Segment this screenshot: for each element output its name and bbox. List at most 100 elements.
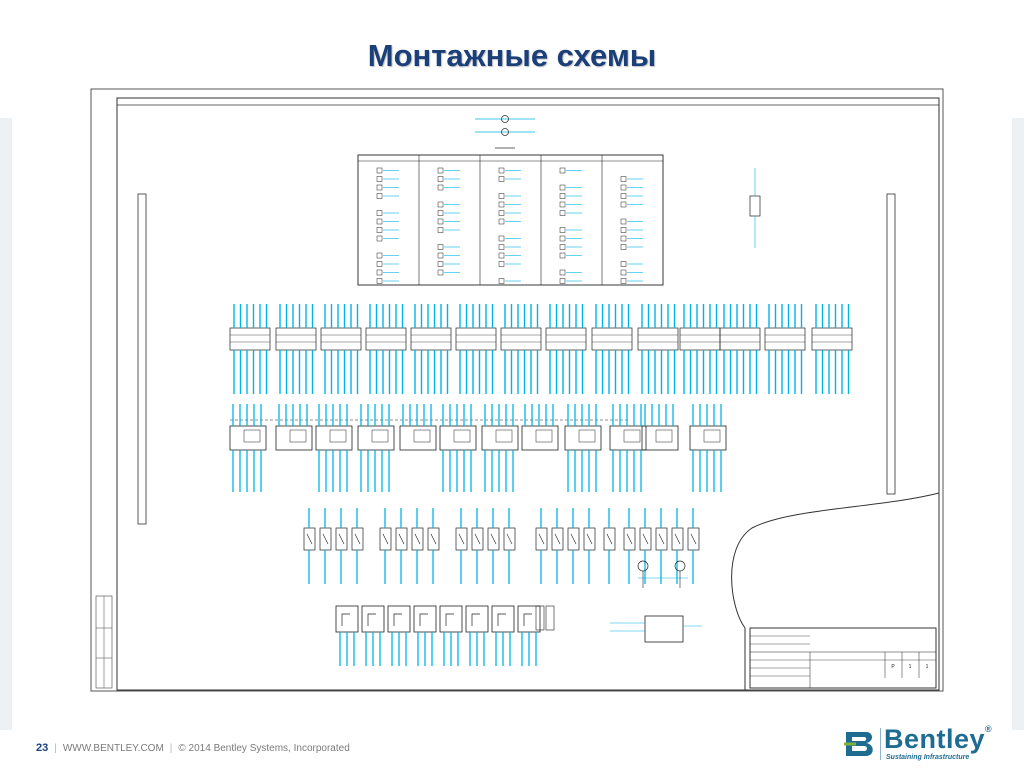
panel-terminal	[437, 201, 444, 208]
module-inner	[329, 429, 347, 443]
logo-tagline: Sustaining Infrastructure	[886, 754, 970, 761]
module-block	[689, 425, 727, 451]
terminal-block	[591, 327, 633, 351]
logo-divider	[880, 728, 881, 760]
terminal-block	[500, 327, 542, 351]
relay-contact	[626, 533, 633, 545]
relay-contact	[338, 533, 345, 545]
terminal-block	[410, 327, 452, 351]
footer-copyright: © 2014 Bentley Systems, Incorporated	[178, 743, 350, 754]
logo-brand: Bentley®	[884, 724, 993, 754]
panel-terminal	[376, 193, 383, 199]
panel-terminal	[620, 244, 627, 250]
relay-contact	[570, 533, 577, 545]
panel-terminal	[437, 244, 444, 250]
module-block	[641, 425, 679, 451]
relay-contact	[354, 533, 361, 545]
module-row-2	[229, 404, 727, 492]
panel-terminal	[620, 184, 627, 191]
panel-terminal	[437, 227, 444, 233]
panel-terminal	[376, 278, 383, 284]
panel-terminal	[376, 261, 383, 267]
panel-terminal	[559, 244, 566, 250]
module-inner	[703, 429, 721, 443]
timer-symbol	[341, 613, 350, 626]
terminal-row-1	[229, 304, 853, 394]
timer-symbol	[393, 613, 402, 626]
panel-terminal	[620, 201, 627, 208]
panel-terminal	[437, 252, 444, 259]
panel-terminal	[376, 167, 383, 174]
terminal-block	[455, 327, 497, 351]
panel-terminal	[498, 167, 505, 174]
module-inner	[623, 429, 641, 443]
panel-terminal	[498, 278, 505, 284]
timer-symbol	[419, 613, 428, 626]
panel-terminal	[559, 252, 566, 259]
module-block	[399, 425, 437, 451]
module-block	[564, 425, 602, 451]
panel-terminal	[620, 261, 627, 267]
panel-terminal	[620, 227, 627, 233]
panel-terminal	[437, 261, 444, 267]
timer-symbol	[445, 613, 454, 626]
relay-row-3	[303, 508, 700, 584]
relay-contact	[474, 533, 481, 545]
panel-terminal	[620, 269, 627, 276]
relay-contact	[490, 533, 497, 545]
timer-symbol	[523, 613, 532, 626]
panel-terminal	[559, 193, 566, 199]
timer-symbol	[471, 613, 480, 626]
module-block	[357, 425, 395, 451]
panel-terminal	[437, 184, 444, 191]
panel-terminal	[376, 210, 383, 216]
relay-contact	[306, 533, 313, 545]
panel-terminal	[376, 227, 383, 233]
title-block-letter: Р	[891, 664, 895, 670]
terminal-block	[637, 327, 679, 351]
relay-contact	[414, 533, 421, 545]
transformer-block	[610, 615, 702, 643]
panel-terminal	[559, 227, 566, 233]
panel-terminal	[559, 201, 566, 208]
relay-contact-block	[545, 605, 555, 631]
footer-website[interactable]: WWW.BENTLEY.COM	[62, 743, 164, 754]
panel-terminal	[620, 235, 627, 242]
relay-contact	[398, 533, 405, 545]
terminal-block	[229, 327, 271, 351]
timer-row-4	[335, 605, 555, 666]
module-inner	[289, 429, 307, 443]
timer-symbol	[497, 613, 506, 626]
relay-contact	[606, 533, 613, 545]
panel-terminal	[376, 176, 383, 182]
panel-terminal	[376, 269, 383, 276]
panel-terminal	[498, 235, 505, 242]
left-din-rail	[137, 193, 147, 525]
wiring-diagram-drawing: Р 1 1	[90, 88, 944, 692]
module-inner	[578, 429, 596, 443]
title-block-sheets: 1	[926, 664, 929, 670]
relay-contact	[322, 533, 329, 545]
relay-contact	[506, 533, 513, 545]
slide-footer: 23|WWW.BENTLEY.COM|© 2014 Bentley System…	[36, 742, 350, 754]
relay-contact	[586, 533, 593, 545]
terminal-block	[545, 327, 587, 351]
terminal-panel	[357, 154, 664, 286]
panel-terminal	[498, 210, 505, 216]
panel-terminal	[498, 193, 505, 199]
sheet-outer-frame	[90, 88, 944, 692]
panel-terminal	[498, 218, 505, 225]
module-block	[229, 425, 267, 451]
panel-terminal	[620, 176, 627, 182]
relay-contact	[658, 533, 665, 545]
cabinet-cutaway-curve	[731, 492, 940, 690]
relay-contact-block	[535, 605, 545, 631]
panel-terminal	[498, 244, 505, 250]
panel-terminal	[437, 167, 444, 174]
right-din-rail	[886, 193, 896, 495]
terminal-block	[764, 327, 806, 351]
terminal-block	[320, 327, 362, 351]
module-block	[481, 425, 519, 451]
title-block: Р 1 1	[749, 627, 937, 689]
panel-terminal	[437, 269, 444, 276]
